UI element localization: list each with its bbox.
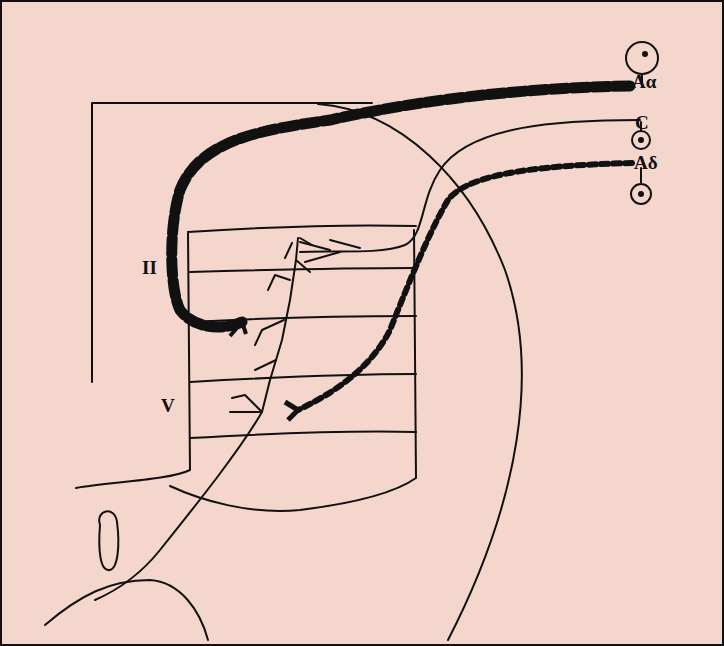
lamina-border	[190, 268, 416, 272]
lamina-border	[190, 431, 416, 438]
lamina-border	[188, 225, 416, 232]
central-canal	[99, 511, 118, 570]
lamina-label: II	[141, 258, 158, 277]
a-delta-terminal	[285, 402, 298, 420]
cell-body	[631, 184, 651, 204]
lamina-border	[190, 374, 416, 382]
nucleus	[639, 192, 643, 196]
grey-commissure	[45, 580, 208, 640]
a-alpha-fiber	[172, 86, 630, 327]
neuron-axon	[95, 395, 262, 600]
a-delta-fiber	[298, 163, 632, 410]
fiber-label: Aδ	[633, 153, 659, 172]
lamina-border	[190, 316, 416, 322]
a-alpha-terminal	[230, 322, 246, 336]
lamina-label: V	[160, 396, 176, 415]
neuron-dendrite	[255, 238, 312, 370]
cell-body	[632, 131, 650, 149]
cell-body	[626, 42, 658, 74]
fiber-label: C	[634, 113, 650, 132]
fiber-label: Aα	[631, 72, 657, 91]
nucleus	[639, 138, 643, 142]
nucleus	[643, 52, 647, 56]
white-matter-boundary	[318, 104, 522, 640]
neuron-dendrite	[262, 238, 298, 412]
dorsal-horn-edge	[170, 230, 416, 511]
